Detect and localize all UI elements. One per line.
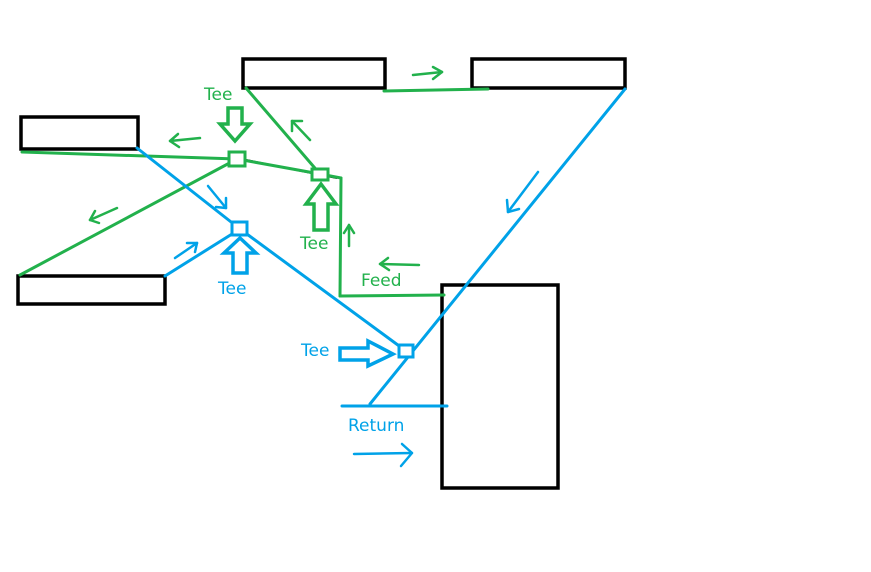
feed-line-riser <box>338 176 343 298</box>
unit-top-right <box>470 57 627 90</box>
feed-flow-arrows <box>88 65 444 272</box>
boiler <box>440 283 560 490</box>
flow-arrow-feed-left-icon <box>378 256 421 272</box>
tee-label-middle: Tee <box>299 234 328 254</box>
feed-line-boiler-to-riser <box>338 293 446 298</box>
unit-left-top <box>19 115 140 151</box>
feed-line-top-link <box>382 87 490 93</box>
unit-left-bottom <box>16 274 167 306</box>
unit-top-center <box>241 57 387 90</box>
return-line-from-left-bottom <box>163 227 242 278</box>
tee-arrow-up-blue-icon <box>219 235 261 275</box>
flow-arrow-right-icon <box>411 65 444 81</box>
tee-box-bottom <box>397 343 415 359</box>
feed-line-to-left-top <box>20 150 239 161</box>
feed-line-to-left-bottom <box>18 157 239 277</box>
return-line-to-boiler-tee <box>238 227 408 353</box>
tee-box-left <box>230 220 249 237</box>
flow-arrow-up-left-icon <box>290 119 312 142</box>
flow-arrow-up-icon <box>342 223 356 248</box>
feed-line-tee-link <box>235 157 322 176</box>
tee-label-bottom: Tee <box>300 341 329 361</box>
flow-arrow-down-right-icon <box>206 184 228 210</box>
tee-label-top: Tee <box>203 85 232 105</box>
flow-arrow-left-icon <box>168 132 202 149</box>
return-line-from-left-top <box>135 146 242 231</box>
tee-label-left: Tee <box>217 279 246 299</box>
feed-lines <box>18 86 490 298</box>
feed-label: Feed <box>361 271 402 291</box>
tee-arrow-up-icon <box>302 181 340 232</box>
flow-arrow-down-left-icon <box>88 206 119 225</box>
return-flow-arrows <box>173 170 540 468</box>
tee-box-top <box>227 150 247 168</box>
flow-arrow-up-right-icon <box>173 241 199 260</box>
tee-arrow-down-icon <box>216 106 254 144</box>
flow-arrow-return-right-icon <box>352 442 414 468</box>
feed-line-to-top-unit <box>244 86 322 176</box>
tee-arrow-right-icon <box>338 338 397 369</box>
return-label: Return <box>348 416 404 436</box>
tee-box-middle <box>310 167 330 182</box>
flow-arrow-down-left-blue-icon <box>505 170 540 214</box>
